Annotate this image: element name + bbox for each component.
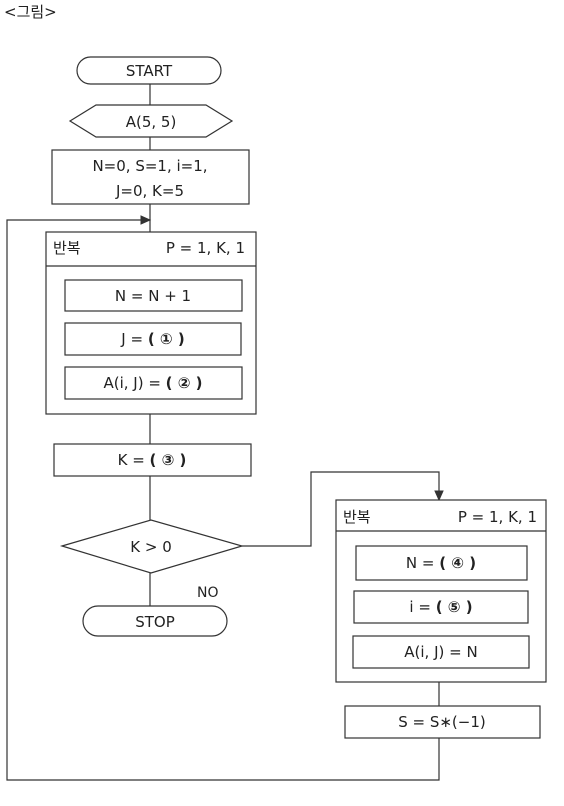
blank-4: ( ④ ) (439, 554, 476, 572)
outer-stmt-3-box (64, 366, 243, 400)
stop-label: STOP (135, 613, 175, 631)
stop-terminal (82, 605, 228, 637)
outer-stmt-3-prefix: A(i, J) = (103, 374, 165, 392)
connector-decision-yes (242, 471, 444, 547)
inner-loop-label: 반복 (343, 508, 371, 526)
outer-stmt-1: N = N + 1 (115, 287, 191, 305)
connector-loop-back (6, 215, 440, 781)
inner-stmt-2-prefix: i = (409, 598, 435, 616)
outer-stmt-2-prefix: J = (120, 330, 148, 348)
inner-loop-range: P = 1, K, 1 (458, 508, 537, 526)
start-label: START (126, 62, 173, 80)
inner-stmt-1-prefix: N = (406, 554, 439, 572)
inner-stmt-3-box (352, 635, 530, 669)
k-update-box (53, 443, 252, 477)
inner-stmt-3: A(i, J) = N (404, 643, 477, 661)
inner-stmt-1-box (355, 545, 528, 581)
blank-3: ( ③ ) (150, 451, 187, 469)
start-terminal (76, 56, 222, 85)
outer-stmt-2: J = ( ① ) (120, 330, 184, 348)
outer-stmt-1-box (64, 279, 243, 312)
init-box (51, 149, 250, 205)
decision-label: K > 0 (130, 538, 171, 556)
inner-stmt-2: i = ( ⑤ ) (409, 598, 472, 616)
blank-2: ( ② ) (166, 374, 203, 392)
no-label: NO (197, 585, 219, 601)
outer-loop-label: 반복 (53, 239, 81, 257)
outer-loop-range: P = 1, K, 1 (166, 239, 245, 257)
input-hexagon (68, 104, 234, 138)
k-update-prefix: K = (118, 451, 150, 469)
outer-stmt-2-box (64, 322, 242, 356)
init-line-2: J=0, K=5 (115, 182, 184, 200)
inner-stmt-1: N = ( ④ ) (406, 554, 476, 572)
blank-1: ( ① ) (148, 330, 185, 348)
init-line-1: N=0, S=1, i=1, (92, 157, 207, 175)
k-update: K = ( ③ ) (118, 451, 187, 469)
inner-stmt-2-box (353, 590, 529, 624)
s-update-box (344, 705, 541, 739)
decision-diamond (59, 519, 245, 574)
blank-5: ( ⑤ ) (436, 598, 473, 616)
figure-caption: <그림> (4, 3, 57, 21)
input-label: A(5, 5) (126, 113, 177, 131)
outer-stmt-3: A(i, J) = ( ② ) (103, 374, 202, 392)
s-update: S = S∗(−1) (398, 713, 486, 731)
